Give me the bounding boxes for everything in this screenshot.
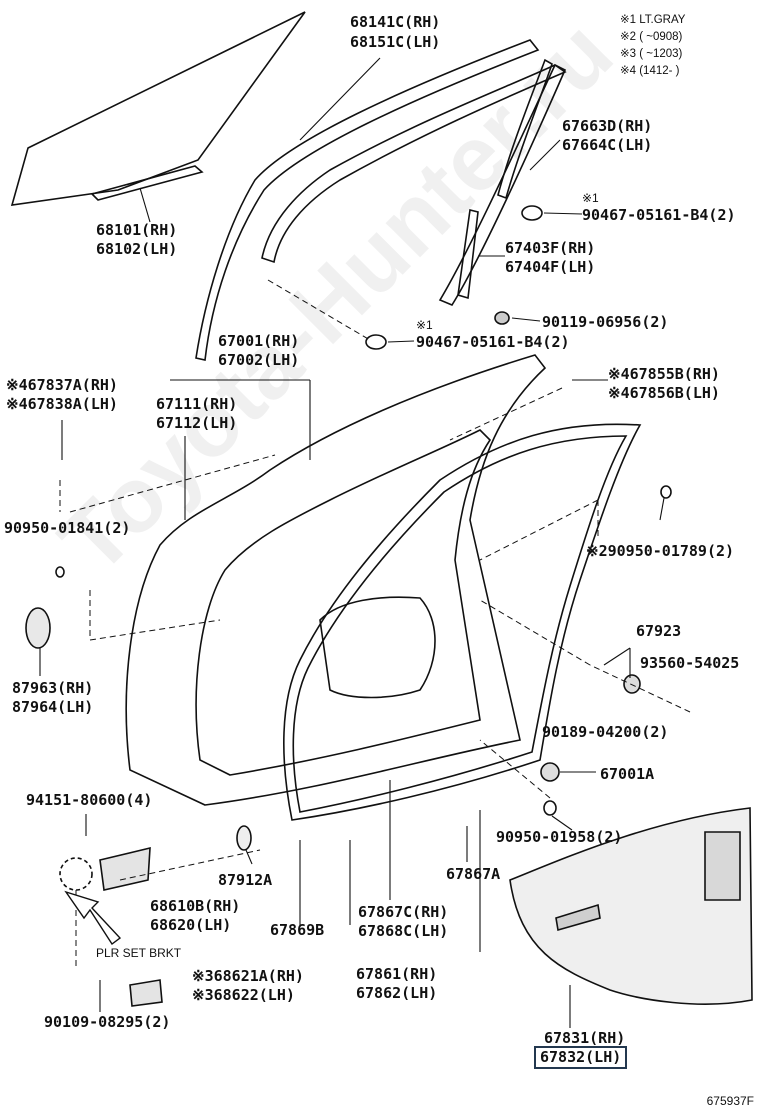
part-label[interactable]: 68101(RH) — [96, 221, 178, 239]
glass-run-frame — [261, 64, 567, 264]
part-label[interactable]: 67001A — [600, 765, 655, 783]
glass-channel — [90, 165, 204, 201]
bushing-67923 — [623, 674, 641, 694]
part-label[interactable]: 90467-05161-B4(2) — [416, 333, 570, 351]
part-label[interactable]: ※467837A(RH) — [6, 376, 118, 394]
part-label[interactable]: 67112(LH) — [156, 414, 238, 432]
legend: ※1 LT.GRAY ※2 ( ~0908) ※3 ( ~1203) ※4 (1… — [620, 12, 685, 80]
part-label[interactable]: 67001(RH) — [218, 332, 300, 350]
part-label[interactable]: 67869B — [270, 921, 325, 939]
part-label[interactable]: 67861(RH) — [356, 965, 438, 983]
rear-channel — [497, 58, 553, 200]
part-label[interactable]: ※290950-01789(2) — [586, 542, 735, 560]
part-label[interactable]: ※467838A(LH) — [6, 395, 118, 413]
part-label[interactable]: 67831(RH) — [544, 1029, 626, 1047]
part-label[interactable]: 67862(LH) — [356, 984, 438, 1002]
legend-item: ※2 ( ~0908) — [620, 31, 683, 43]
door-panel — [125, 354, 547, 806]
part-label[interactable]: 67111(RH) — [156, 395, 238, 413]
part-label[interactable]: ※368622(LH) — [192, 986, 295, 1004]
grommet-67001a — [540, 762, 560, 782]
trim-handle — [555, 903, 601, 932]
part-label[interactable]: 67867C(RH) — [358, 903, 449, 921]
selected-part-label[interactable]: 67832(LH) — [534, 1046, 628, 1069]
part-label[interactable]: 68102(LH) — [96, 240, 178, 258]
part-label[interactable]: ※368621A(RH) — [192, 967, 304, 985]
part-label[interactable]: 90189-04200(2) — [542, 723, 669, 741]
note-mark: ※1 — [582, 191, 599, 205]
legend-item: ※3 ( ~1203) — [620, 48, 683, 60]
door-weatherstrip — [283, 423, 642, 821]
legend-item: ※1 LT.GRAY — [620, 14, 686, 26]
part-label[interactable]: ※467856B(LH) — [608, 384, 720, 402]
hinge — [99, 846, 151, 891]
cap-87912a — [236, 825, 252, 851]
part-label[interactable]: 68151C(LH) — [350, 33, 441, 51]
diagram-code: 675937F — [706, 1094, 754, 1108]
part-label[interactable]: 68620(LH) — [150, 916, 232, 934]
trim-switch — [704, 831, 741, 901]
part-label[interactable]: 87964(LH) — [12, 698, 94, 716]
door-weatherstrip-inner — [292, 435, 628, 813]
note-mark: ※1 — [416, 318, 433, 332]
part-label[interactable]: 67404F(LH) — [505, 258, 596, 276]
part-label[interactable]: 87912A — [218, 871, 273, 889]
part-label[interactable]: 67403F(RH) — [505, 239, 596, 257]
pad-87963 — [25, 607, 51, 649]
clip-90467b — [365, 334, 387, 350]
door-glass — [10, 11, 306, 206]
part-label[interactable]: 67664C(LH) — [562, 136, 653, 154]
part-label[interactable]: 68610B(RH) — [150, 897, 241, 915]
clip-90467a — [521, 205, 543, 221]
part-label[interactable]: 67923 — [636, 622, 682, 640]
part-label[interactable]: 87963(RH) — [12, 679, 94, 697]
part-label[interactable]: 67867A — [446, 865, 501, 883]
part-label[interactable]: 93560-54025 — [640, 654, 740, 672]
pin-circle — [59, 857, 93, 891]
plr-arrow — [64, 890, 122, 946]
part-label[interactable]: 90950-01958(2) — [496, 828, 623, 846]
part-label[interactable]: 67002(LH) — [218, 351, 300, 369]
legend-item: ※4 (1412- ) — [620, 65, 680, 77]
plug-90950b — [660, 485, 672, 499]
part-label[interactable]: 90467-05161-B4(2) — [582, 206, 736, 224]
part-label[interactable]: 90109-08295(2) — [44, 1013, 171, 1031]
door-trim-board — [509, 807, 753, 1005]
door-inner-frame — [195, 429, 492, 776]
door-opening — [319, 596, 436, 699]
part-label[interactable]: 90119-06956(2) — [542, 313, 669, 331]
bracket — [129, 979, 163, 1007]
part-label[interactable]: ※467855B(RH) — [608, 365, 720, 383]
division-bar — [457, 209, 479, 300]
plug-90950a — [55, 566, 65, 578]
plug-90950c — [543, 800, 557, 816]
bolt-90119 — [494, 311, 510, 325]
part-label[interactable]: 94151-80600(4) — [26, 791, 153, 809]
part-label[interactable]: 67663D(RH) — [562, 117, 653, 135]
part-label[interactable]: 90950-01841(2) — [4, 519, 131, 537]
glass-run-outer — [195, 39, 540, 361]
part-label[interactable]: 68141C(RH) — [350, 13, 441, 31]
plr-set-brkt-label: PLR SET BRKT — [96, 946, 182, 960]
part-label[interactable]: 67868C(LH) — [358, 922, 449, 940]
